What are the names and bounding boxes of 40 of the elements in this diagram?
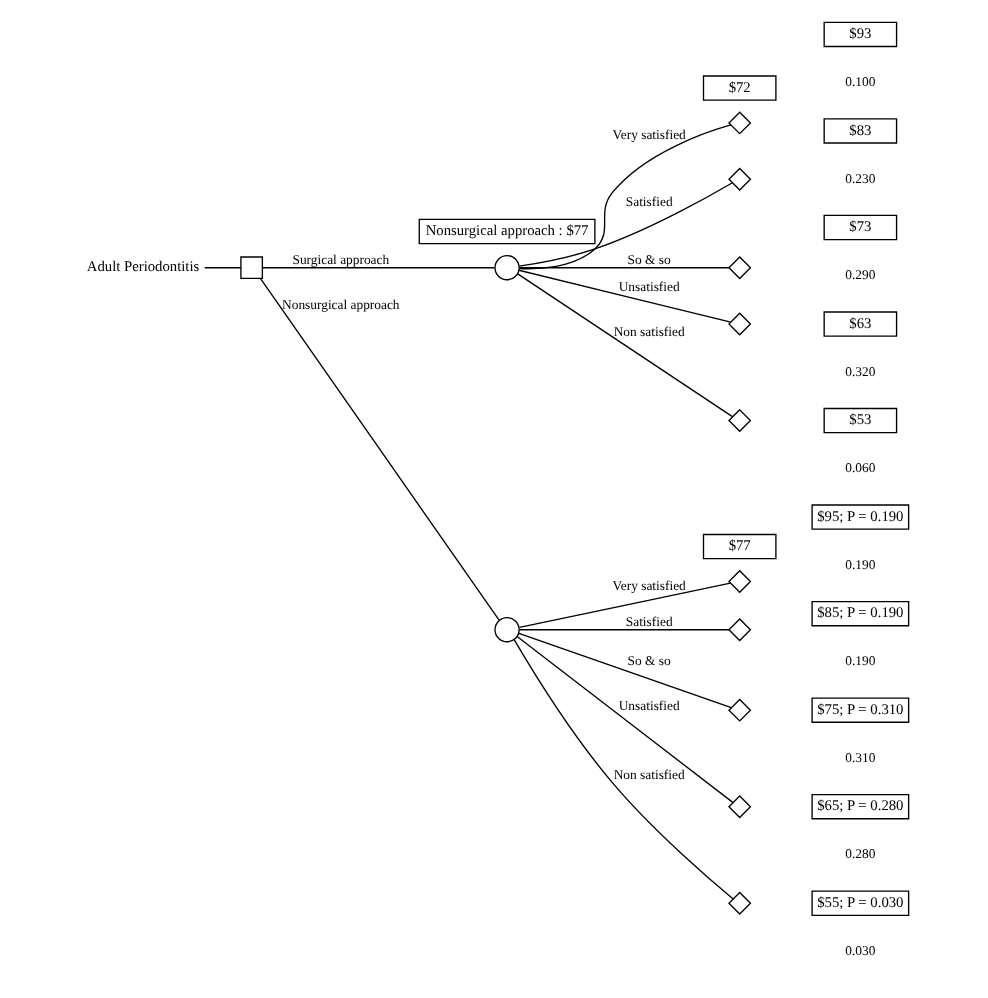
connector (258, 277, 499, 621)
node-circle (493, 254, 519, 281)
connector (517, 182, 732, 267)
node-diamond (727, 618, 751, 642)
node-diamond (727, 795, 751, 819)
node-diamond (727, 408, 751, 433)
connector (517, 629, 729, 631)
connector (517, 582, 731, 629)
connector (517, 632, 731, 709)
node-box: $75; P = 0.310 (810, 697, 909, 723)
connector (260, 267, 495, 269)
node-box: $72 (701, 75, 776, 101)
node-box: $83 (822, 118, 897, 144)
node-circle (493, 617, 519, 643)
connector (517, 267, 729, 269)
node-box: $53 (822, 407, 897, 434)
node-box: $93 (822, 21, 897, 48)
node-box: $63 (822, 311, 897, 337)
node-box (239, 256, 263, 280)
connector (203, 267, 241, 269)
node-diamond (727, 312, 751, 336)
node-diamond (727, 111, 751, 135)
connector (515, 635, 733, 804)
node-diamond (727, 167, 751, 191)
node-box: $65; P = 0.280 (810, 794, 909, 820)
node-box: $95; P = 0.190 (810, 504, 909, 530)
node-diamond (727, 698, 751, 722)
node-diamond (727, 569, 751, 594)
node-box: $55; P = 0.030 (810, 890, 909, 916)
node-diamond (727, 256, 751, 280)
node-box: Nonsurgical approach : $77 (417, 218, 595, 245)
connector (512, 639, 733, 900)
node-box: $77 (701, 533, 776, 560)
node-diamond (727, 891, 751, 915)
connector (517, 124, 731, 270)
connector (517, 269, 731, 323)
node-text: Adult Periodontitis (85, 257, 199, 276)
connector (516, 273, 733, 418)
node-box: $85; P = 0.190 (810, 600, 909, 627)
node-box: $73 (822, 214, 897, 241)
